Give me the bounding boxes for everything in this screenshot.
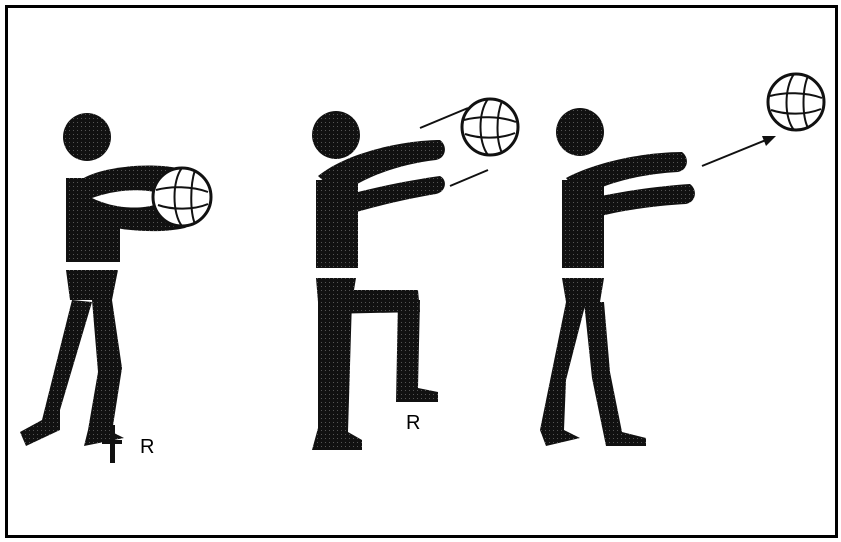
back-leg [540,302,586,446]
back-leg [20,300,92,446]
head-icon [556,108,604,156]
front-leg [84,300,124,446]
basketball-icon [462,99,518,155]
standing-leg [312,300,362,450]
player-figure-3 [540,108,695,446]
step-label-r: R [406,413,420,433]
head-icon [63,113,111,161]
player-figure-1 [20,113,197,463]
hips [562,278,604,302]
front-leg [584,302,646,446]
head-icon [312,111,360,159]
hips [66,270,118,300]
step-label-r: R [140,437,154,457]
pass-arrow-icon [702,136,776,166]
player-figure-2 [312,111,445,450]
lower-leg [396,300,438,402]
basketball-icon [768,74,824,130]
basketball-icon [153,168,211,226]
